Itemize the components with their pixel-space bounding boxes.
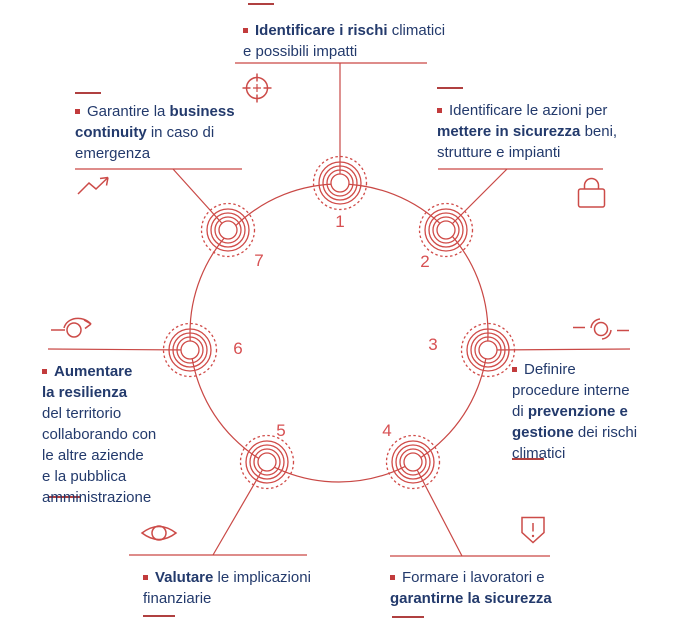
callout-line: la resilienza: [42, 382, 156, 403]
callout-line: Definire: [512, 359, 637, 380]
node-4: [385, 434, 441, 490]
callout-line: continuity in caso di: [75, 122, 235, 143]
square-bullet-icon: [42, 369, 47, 374]
square-bullet-icon: [390, 575, 395, 580]
callout-line: emergenza: [75, 143, 235, 164]
callout-text-bold: garantirne la sicurezza: [390, 590, 552, 607]
callout-text: Formare i lavoratori e: [402, 569, 545, 586]
callout-identify-risks: Identificare i rischi climatici e possibi…: [243, 20, 445, 62]
switch-icon: [573, 318, 629, 340]
callout-text: Identificare le azioni per: [449, 102, 608, 119]
callout-line: di prevenzione e: [512, 401, 637, 422]
process-nodes: [162, 155, 516, 490]
callout-line: climatici: [512, 443, 637, 464]
callout-text: del territorio: [42, 405, 122, 422]
node-7: [200, 202, 256, 258]
callout-line: Identificare i rischi climatici: [243, 20, 445, 41]
callout-text: Definire: [524, 361, 576, 378]
callout-text: le altre aziende: [42, 447, 144, 464]
callout-text: di: [512, 403, 528, 420]
callout-line: mettere in sicurezza beni,: [437, 121, 617, 142]
square-bullet-icon: [512, 367, 517, 372]
square-bullet-icon: [75, 109, 80, 114]
callout-text-bold: Aumentare: [54, 363, 133, 380]
callout-line: collaborando con: [42, 424, 156, 445]
callout-text: climatici: [512, 445, 566, 462]
callout-line: e possibili impatti: [243, 41, 445, 62]
callout-increase-resilience: Aumentare la resilienza del territorio coll…: [42, 361, 156, 508]
callout-text-bold: business: [169, 103, 235, 120]
callout-text: e possibili impatti: [243, 43, 358, 60]
callout-text: emergenza: [75, 145, 151, 162]
square-bullet-icon: [437, 108, 442, 113]
callout-line: procedure interne: [512, 380, 637, 401]
callout-text: procedure interne: [512, 382, 630, 399]
callout-text-bold: la resilienza: [42, 384, 128, 401]
callout-line: Formare i lavoratori e: [390, 567, 552, 588]
callout-text: climatici: [387, 22, 446, 39]
node-number-7: 7: [254, 251, 264, 270]
node-3: [460, 322, 516, 378]
callout-line: gestione dei rischi: [512, 422, 637, 443]
callout-line: amministrazione: [42, 487, 156, 508]
callout-text: finanziarie: [143, 590, 212, 607]
node-number-6: 6: [233, 339, 243, 358]
node-number-1: 1: [335, 212, 345, 231]
callout-line: le altre aziende: [42, 445, 156, 466]
connector-lines: [47, 62, 631, 557]
trend-up-icon: [77, 176, 109, 195]
callout-text: beni,: [580, 123, 618, 140]
node-number-4: 4: [382, 421, 392, 440]
lock-icon: [577, 177, 606, 208]
target-icon: [242, 73, 272, 103]
callout-text: Garantire la: [87, 103, 170, 120]
callout-text: le implicazioni: [213, 569, 311, 586]
shield-alert-icon: [521, 516, 545, 544]
callout-line: Identificare le azioni per: [437, 100, 617, 121]
callout-text: in caso di: [146, 124, 215, 141]
callout-secure-assets: Identificare le azioni per mettere in sic…: [437, 100, 617, 163]
node-number-5: 5: [276, 421, 286, 440]
callout-text-bold: prevenzione e: [527, 403, 628, 420]
callout-line: Garantire la business: [75, 101, 235, 122]
callout-text-bold: continuity: [75, 124, 147, 141]
accent-dashes: [48, 3, 544, 618]
callout-line: strutture e impianti: [437, 142, 617, 163]
callout-line: del territorio: [42, 403, 156, 424]
flow-arrow-icon: [51, 317, 92, 338]
callout-text-bold: gestione: [512, 424, 574, 441]
callout-text: dei rischi: [573, 424, 638, 441]
callout-train-workers: Formare i lavoratori e garantirne la sicu…: [390, 567, 552, 609]
node-6: [162, 322, 218, 378]
callout-text: e la pubblica: [42, 468, 127, 485]
callout-text-bold: Identificare i rischi: [255, 22, 388, 39]
node-number-3: 3: [428, 335, 438, 354]
callout-line: e la pubblica: [42, 466, 156, 487]
square-bullet-icon: [143, 575, 148, 580]
callout-line: finanziarie: [143, 588, 311, 609]
node-1: [312, 155, 368, 211]
node-number-2: 2: [420, 252, 430, 271]
callout-line: Aumentare: [42, 361, 156, 382]
eye-icon: [140, 525, 178, 541]
node-5: [239, 434, 295, 490]
callout-text: collaborando con: [42, 426, 157, 443]
node-2: [418, 202, 474, 258]
callout-text: amministrazione: [42, 489, 152, 506]
square-bullet-icon: [243, 28, 248, 33]
callout-line: Valutare le implicazioni: [143, 567, 311, 588]
step-icons: [51, 73, 629, 544]
callout-text-bold: Valutare: [155, 569, 214, 586]
callout-text: strutture e impianti: [437, 144, 561, 161]
callout-text-bold: mettere in sicurezza: [437, 123, 581, 140]
callout-line: garantirne la sicurezza: [390, 588, 552, 609]
callout-define-procedures: Definire procedure interne di prevenzione …: [512, 359, 637, 464]
